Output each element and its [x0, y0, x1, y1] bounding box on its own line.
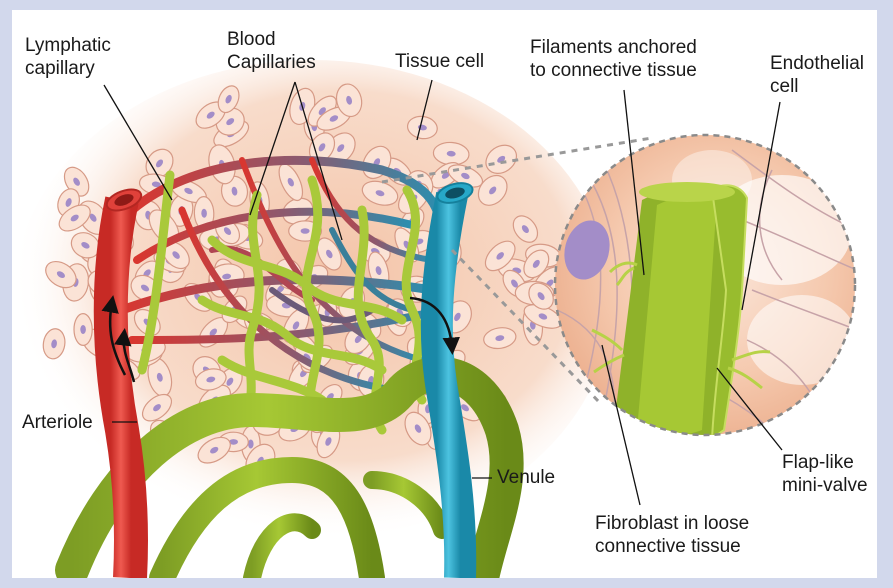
label-filaments: Filaments anchored to connective tissue	[530, 36, 697, 82]
label-blood-capillaries: Blood Capillaries	[227, 28, 316, 74]
label-flap-line2: mini-valve	[782, 474, 868, 497]
label-lymphatic-capillary: Lymphatic capillary	[25, 34, 111, 80]
label-endothelial-line2: cell	[770, 75, 864, 98]
label-venule-text: Venule	[497, 466, 555, 489]
label-filaments-line2: to connective tissue	[530, 59, 697, 82]
label-blood-line1: Blood	[227, 28, 316, 51]
label-filaments-line1: Filaments anchored	[530, 36, 697, 59]
label-fibroblast-line1: Fibroblast in loose	[595, 512, 749, 535]
diagram-svg	[12, 10, 877, 578]
label-flap-line1: Flap-like	[782, 451, 868, 474]
label-tissue-cell-text: Tissue cell	[395, 50, 484, 73]
label-lymphatic-line1: Lymphatic	[25, 34, 111, 57]
label-lymphatic-line2: capillary	[25, 57, 111, 80]
label-arteriole: Arteriole	[22, 411, 93, 434]
label-fibroblast: Fibroblast in loose connective tissue	[595, 512, 749, 558]
label-blood-line2: Capillaries	[227, 51, 316, 74]
label-tissue-cell: Tissue cell	[395, 50, 484, 73]
diagram-panel: Lymphatic capillary Blood Capillaries Ti…	[12, 10, 877, 578]
label-endothelial-cell: Endothelial cell	[770, 52, 864, 98]
label-venule: Venule	[497, 466, 555, 489]
label-flap-valve: Flap-like mini-valve	[782, 451, 868, 497]
label-arteriole-text: Arteriole	[22, 411, 93, 434]
label-endothelial-line1: Endothelial	[770, 52, 864, 75]
label-fibroblast-line2: connective tissue	[595, 535, 749, 558]
